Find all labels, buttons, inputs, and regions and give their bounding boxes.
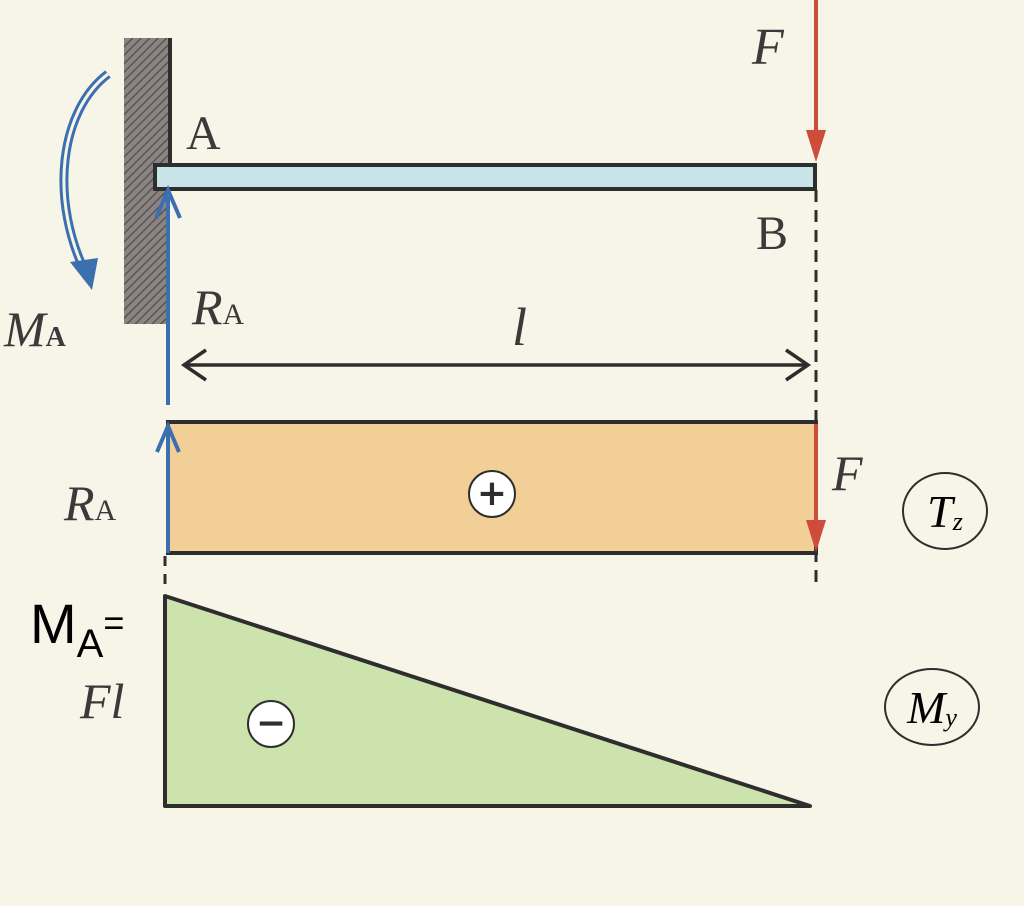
label-moment-diagram-main: M — [907, 681, 946, 733]
label-reaction-shear-sub: A — [94, 494, 117, 527]
label-point-b: B — [756, 207, 789, 260]
label-moment-reaction-sub: A — [45, 322, 66, 353]
reaction-arrow-shear — [155, 420, 181, 553]
label-moment-value-main: M — [30, 592, 77, 655]
label-moment-value-expr: Fl — [80, 673, 125, 729]
label-reaction-top: RA — [192, 282, 244, 332]
shear-sign-badge: + — [468, 470, 516, 518]
label-reaction-shear: RA — [64, 478, 116, 528]
label-point-a: A — [186, 107, 221, 160]
label-force-shear: F — [832, 445, 863, 501]
reaction-arrow-top — [154, 184, 182, 405]
label-moment-value: MA= — [30, 596, 125, 666]
label-reaction-top-main: R — [192, 279, 223, 335]
label-moment-reaction-main: M — [4, 301, 46, 357]
label-moment-reaction: MA — [4, 304, 66, 354]
label-length: l — [512, 297, 528, 357]
label-shear-diagram-main: T — [927, 485, 953, 537]
moment-reaction-arrow — [59, 70, 111, 290]
beam — [153, 163, 817, 191]
force-arrow-top-head — [806, 130, 826, 162]
label-moment-value-suffix: = — [103, 602, 125, 643]
label-moment-value-sub: A — [76, 622, 104, 666]
label-reaction-top-sub: A — [222, 298, 245, 331]
label-reaction-shear-main: R — [64, 475, 95, 531]
moment-sign-badge: − — [247, 700, 295, 748]
label-shear-diagram-sub: z — [952, 507, 963, 536]
moment-diagram-area — [163, 594, 812, 808]
force-arrow-shear — [806, 424, 826, 552]
label-force-top: F — [752, 19, 784, 76]
length-dimension — [180, 348, 812, 382]
label-moment-diagram-sub: y — [945, 703, 957, 732]
